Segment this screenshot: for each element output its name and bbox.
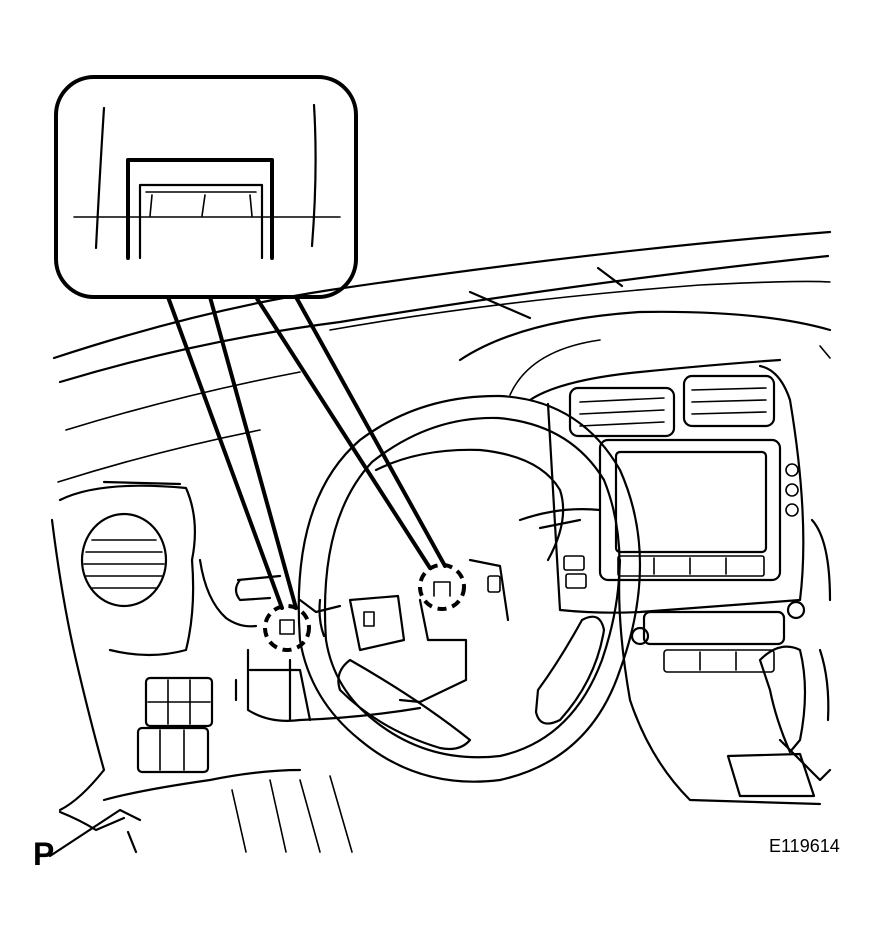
gear-shift-lever <box>758 645 807 754</box>
center-vent-left <box>568 386 676 438</box>
wheel-switch-1 <box>563 555 585 571</box>
callout-inset <box>54 75 358 299</box>
switch-block-upper <box>144 676 214 728</box>
air-vent-left <box>80 512 168 608</box>
dashboard-top <box>52 230 832 483</box>
inset-clip-inner <box>138 183 264 260</box>
wheel-lower-spoke-right <box>534 615 606 725</box>
display-bezel <box>598 438 782 582</box>
steering-column <box>198 558 468 722</box>
center-vent-right <box>682 374 776 428</box>
wheel-switch-2 <box>565 573 587 589</box>
leader-right-inner <box>254 295 432 570</box>
inset-clip-outer <box>126 158 274 260</box>
wheel-hub-top <box>374 448 565 562</box>
column-cover-bracket <box>348 594 406 652</box>
switch-block-lower <box>136 726 210 774</box>
leader-left-outer <box>166 295 284 610</box>
center-console <box>528 358 832 806</box>
knob-right <box>786 600 806 620</box>
display-screen <box>614 450 768 554</box>
knob-left <box>630 626 650 646</box>
callout-frame <box>54 75 358 299</box>
display-buttons <box>617 555 765 577</box>
clip-marker-left <box>263 604 311 652</box>
inset-left-edge <box>94 106 106 250</box>
wheel-lower-spoke-left <box>337 658 472 751</box>
climate-panel <box>642 610 786 646</box>
clip-marker-right <box>418 563 466 611</box>
clip-markers <box>263 563 466 652</box>
inset-right-edge <box>310 103 317 248</box>
steering-wheel <box>297 394 642 783</box>
figure-marker-letter: P <box>33 836 55 872</box>
leader-left-inner <box>208 295 298 610</box>
figure-code: E119614 <box>769 836 840 856</box>
console-tray <box>726 752 816 798</box>
left-panel <box>48 480 353 858</box>
dash-top-edge <box>52 230 832 360</box>
wheel-rim-outer <box>297 394 642 783</box>
